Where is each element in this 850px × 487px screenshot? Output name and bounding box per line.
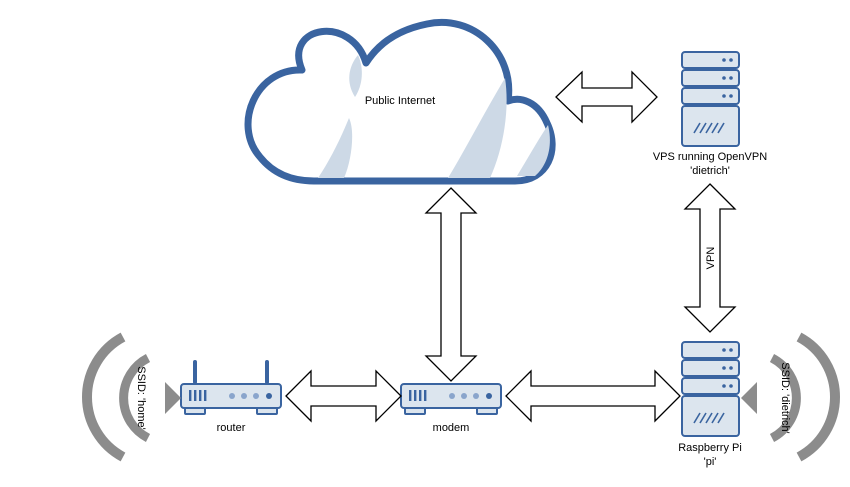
vpn-arrow [683,183,737,333]
ssid-home-label: SSID: 'home' [135,366,147,430]
modem-pi-arrow [505,369,681,423]
cloud-vps-arrow [555,70,658,124]
modem-icon [400,383,502,415]
wifi-dietrich-icon [741,332,840,462]
vpn-label: VPN [705,247,717,270]
wifi-home-icon [82,332,181,462]
internet-label: Public Internet [365,95,435,107]
router-label: router [217,422,246,434]
ssid-dietrich-label: SSID: 'dietrich' [779,362,791,433]
vps-label-line2: 'dietrich' [690,165,730,177]
pi-label-line1: Raspberry Pi [678,442,742,454]
cloud-glare [318,55,550,178]
pi-label-line2: 'pi' [704,456,717,468]
internet-cloud: Public Internet [244,19,556,185]
router-modem-arrow [285,369,402,423]
cloud-modem-arrow [424,187,478,382]
modem-label: modem [433,422,470,434]
raspberry-pi-server-icon [681,341,740,437]
vps-label-line1: VPS running OpenVPN [653,151,767,163]
vps-server-icon [681,51,740,147]
router-icon [180,360,282,415]
